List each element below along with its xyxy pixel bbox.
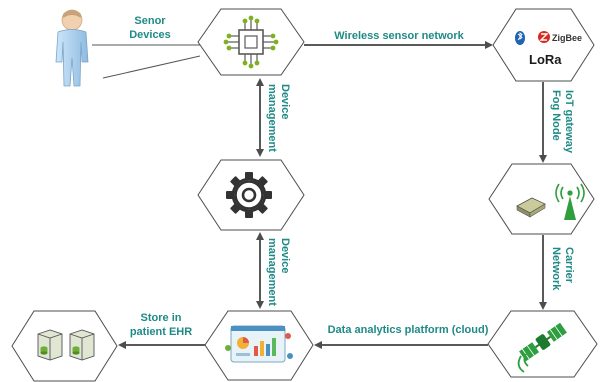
antenna-tower-icon <box>555 183 585 220</box>
satellite-signal-icon <box>517 353 529 373</box>
lora-logo: LoRa <box>529 52 562 67</box>
zigbee-text: ZigBee <box>552 33 582 43</box>
sensor-devices-label: Senor <box>134 15 166 27</box>
arrow-gear-analytics-bidirectional <box>256 232 264 309</box>
server-database-icon <box>37 329 95 361</box>
arrow-satellite-to-analytics <box>314 341 488 349</box>
person-connector-line <box>102 55 201 79</box>
gateway-antenna-icon <box>516 183 585 220</box>
analytics-dashboard-icon <box>225 325 293 363</box>
data-analytics-platform-label: Data analytics platform (cloud) <box>328 324 489 336</box>
device-management-bottom-label-line2: management <box>266 238 278 306</box>
store-ehr-label: Store in <box>141 312 182 324</box>
arrow-chip-gear-bidirectional <box>256 78 264 157</box>
gear-icon <box>226 172 272 218</box>
device-management-top-label: Device <box>279 84 291 119</box>
iot-gateway-label-line2: Fog Node <box>550 90 562 141</box>
microchip-icon <box>223 15 279 69</box>
bluetooth-icon <box>515 31 525 45</box>
device-management-top-label-line2: management <box>266 84 278 152</box>
arrow-wireless-to-gateway <box>539 82 547 163</box>
carrier-network-label: Carrier <box>563 247 575 284</box>
store-ehr-label-line2: patient EHR <box>130 326 192 338</box>
iot-gateway-node <box>488 163 595 235</box>
device-management-bottom-label: Device <box>279 238 291 273</box>
zigbee-logo: ZigBee <box>538 31 582 43</box>
person-icon <box>55 9 89 87</box>
arrow-analytics-to-servers <box>118 341 205 349</box>
wireless-network-node <box>492 8 595 82</box>
gateway-device-icon <box>516 197 546 218</box>
arrow-chip-to-wireless <box>304 41 493 49</box>
carrier-network-label-line2: Network <box>550 247 562 291</box>
iot-gateway-label: IoT gateway <box>563 90 575 154</box>
ehr-storage-node <box>11 310 118 382</box>
arrow-gateway-to-satellite <box>539 235 547 310</box>
sensor-devices-label-line2: Devices <box>129 29 171 41</box>
wireless-sensor-network-label: Wireless sensor network <box>334 30 464 42</box>
wireless-protocols-icon: ZigBee LoRa <box>515 31 582 67</box>
